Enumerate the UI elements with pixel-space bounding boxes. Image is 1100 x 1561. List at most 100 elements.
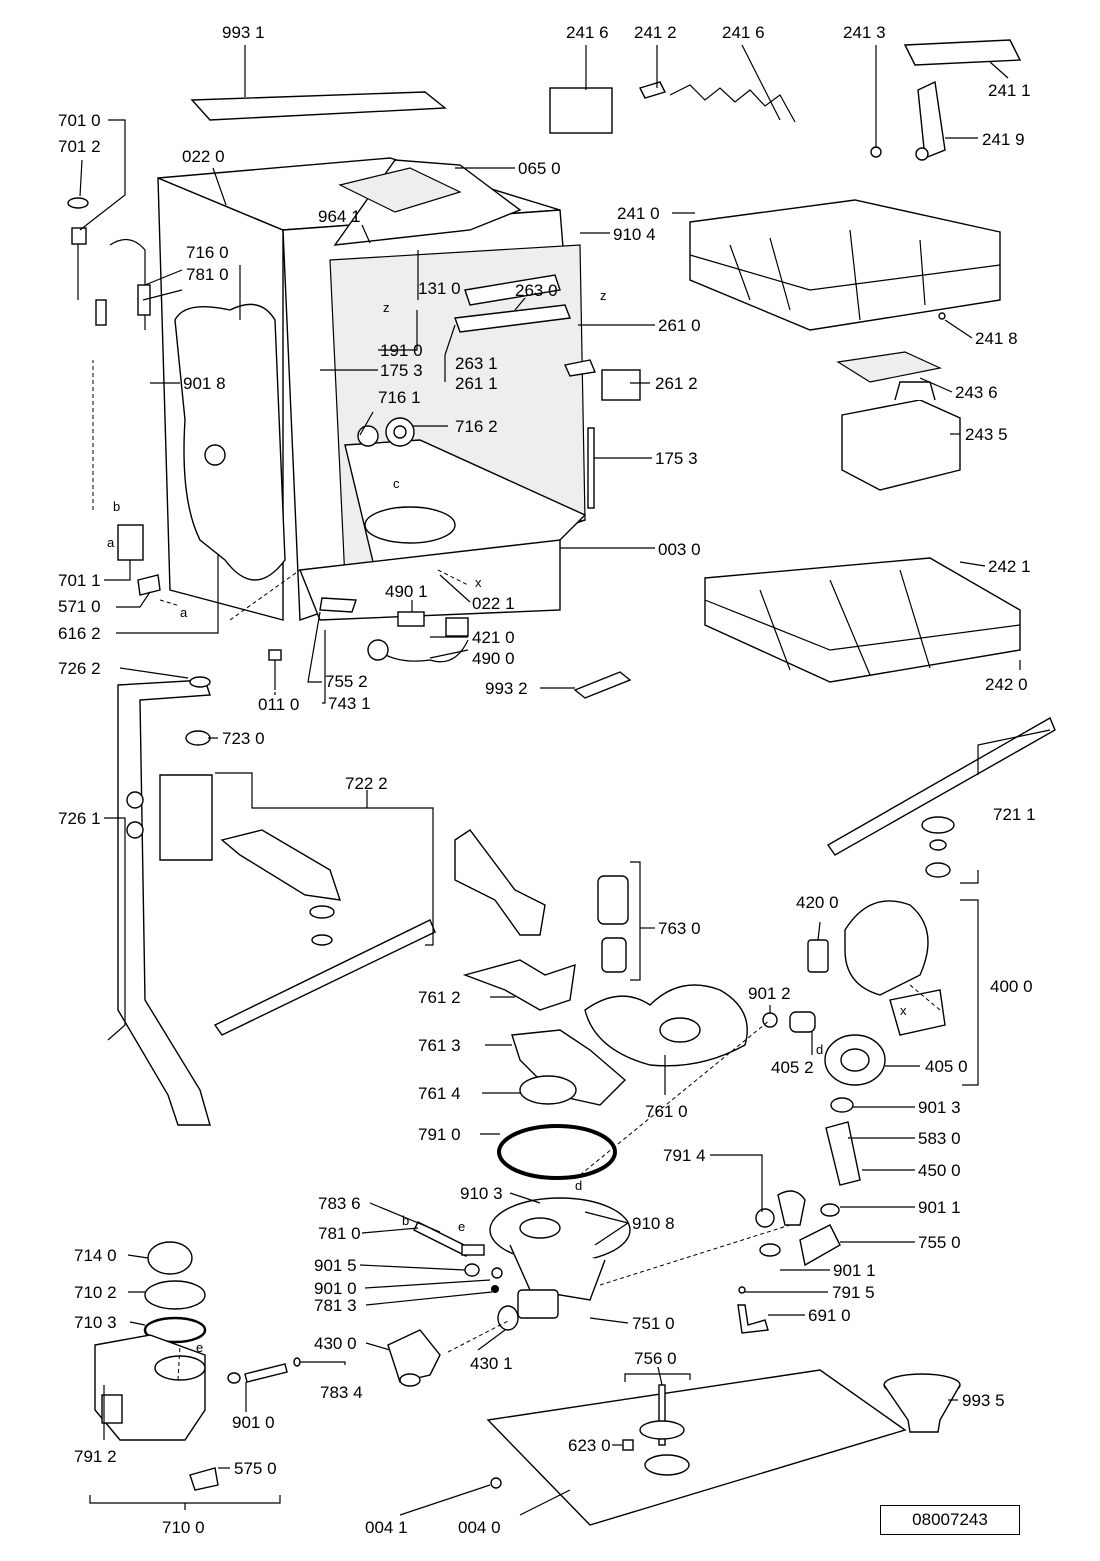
connector-letter-c: c [393,476,400,491]
part-side-seal-right [587,427,595,509]
label-901-5: 901 5 [314,1256,357,1275]
part-clip-tube [227,1357,301,1384]
label-004-0: 004 0 [458,1518,501,1537]
label-791-5: 791 5 [832,1283,875,1302]
label-761-0: 761 0 [645,1102,688,1121]
part-rack-details [870,39,1022,320]
label-910-8: 910 8 [632,1214,675,1233]
part-funnel [883,1373,961,1433]
label-701-0: 701 0 [58,111,101,130]
label-241-2: 241 2 [634,23,677,42]
label-263-1: 263 1 [455,354,498,373]
part-cutlery-basket [836,351,961,491]
label-405-2: 405 2 [771,1058,814,1077]
label-721-1: 721 1 [993,805,1036,824]
label-242-1: 242 1 [988,557,1031,576]
label-716-0: 716 0 [186,243,229,262]
part-lower-spray-arm [826,716,1056,878]
label-263-0: 263 0 [515,281,558,300]
label-723-0: 723 0 [222,729,265,748]
label-901-8: 901 8 [183,374,226,393]
label-241-8: 241 8 [975,329,1018,348]
label-993-1: 993 1 [222,23,265,42]
label-011-0: 011 0 [258,695,299,714]
label-191-0: 191 0 [380,341,423,360]
label-065-0: 065 0 [518,159,561,178]
label-421-0: 421 0 [472,628,515,647]
connector-letter-b-2: b [402,1213,409,1228]
label-701-2: 701 2 [58,137,101,156]
document-number: 08007243 [912,1510,988,1529]
part-filters [597,875,629,973]
label-583-0: 583 0 [918,1129,961,1148]
label-726-2: 726 2 [58,659,101,678]
label-241-3: 241 3 [843,23,886,42]
label-420-0: 420 0 [796,893,839,912]
label-571-0: 571 0 [58,597,101,616]
part-upper-basket [689,199,1001,331]
label-241-1: 241 1 [988,81,1031,100]
label-710-2: 710 2 [74,1283,117,1302]
connection-letters: a b a z z c x x d d e e b [107,288,907,1355]
label-901-0: 901 0 [314,1279,357,1298]
part-nut [185,730,211,746]
label-783-6: 783 6 [318,1194,361,1213]
part-rack-clips [549,81,796,134]
label-261-1: 261 1 [455,374,498,393]
label-490-0: 490 0 [472,649,515,668]
label-993-2: 993 2 [485,679,528,698]
label-003-0: 003 0 [658,540,701,559]
label-901-1: 901 1 [918,1198,961,1217]
label-400-0: 400 0 [990,977,1033,996]
label-575-0: 575 0 [234,1459,277,1478]
label-450-0: 450 0 [918,1161,961,1180]
connector-letter-x: x [475,575,482,590]
label-761-4: 761 4 [418,1084,461,1103]
part-circulation-pump [807,900,946,1036]
label-261-0: 261 0 [658,316,701,335]
label-261-2: 261 2 [655,374,698,393]
label-022-0: 022 0 [182,147,225,166]
label-241-6-b: 241 6 [722,23,765,42]
part-upper-spray-arm [159,774,436,1036]
connector-letter-z-2: z [600,288,607,303]
connector-letter-d: d [816,1042,823,1057]
label-430-1: 430 1 [470,1354,513,1373]
label-175-3: 175 3 [380,361,423,380]
label-004-1: 004 1 [365,1518,408,1537]
label-755-0: 755 0 [918,1233,961,1252]
label-910-3: 910 3 [460,1184,503,1203]
part-sump-covers [454,829,627,1106]
label-722-2: 722 2 [345,774,388,793]
label-791-0: 791 0 [418,1125,461,1144]
connector-letter-z: z [383,300,390,315]
part-rails [454,274,641,401]
label-710-3: 710 3 [74,1313,117,1332]
label-726-1: 726 1 [58,809,101,828]
label-910-4: 910 4 [613,225,656,244]
document-number-box: 08007243 [880,1505,1020,1535]
label-243-5: 243 5 [965,425,1008,444]
part-small-hoses [413,1221,503,1293]
label-761-3: 761 3 [418,1036,461,1055]
label-763-0: 763 0 [658,919,701,938]
part-rotor-assembly [357,417,415,447]
part-water-conduit [117,676,211,1126]
label-022-1: 022 1 [472,594,515,613]
label-901-0-b: 901 0 [232,1413,275,1432]
label-701-1: 701 1 [58,571,101,590]
part-salt-container [94,1241,219,1491]
label-751-0: 751 0 [632,1314,675,1333]
label-405-0: 405 0 [925,1057,968,1076]
label-756-0: 756 0 [634,1349,677,1368]
label-716-1: 716 1 [378,388,421,407]
part-heater-valve [387,1305,519,1387]
connector-letter-e-2: e [196,1340,203,1355]
part-top-strip [190,91,447,121]
part-base-fittings [268,597,357,690]
label-242-0: 242 0 [985,675,1028,694]
label-783-4: 783 4 [320,1383,363,1402]
label-131-0: 131 0 [418,279,461,298]
part-sump [489,1197,631,1319]
